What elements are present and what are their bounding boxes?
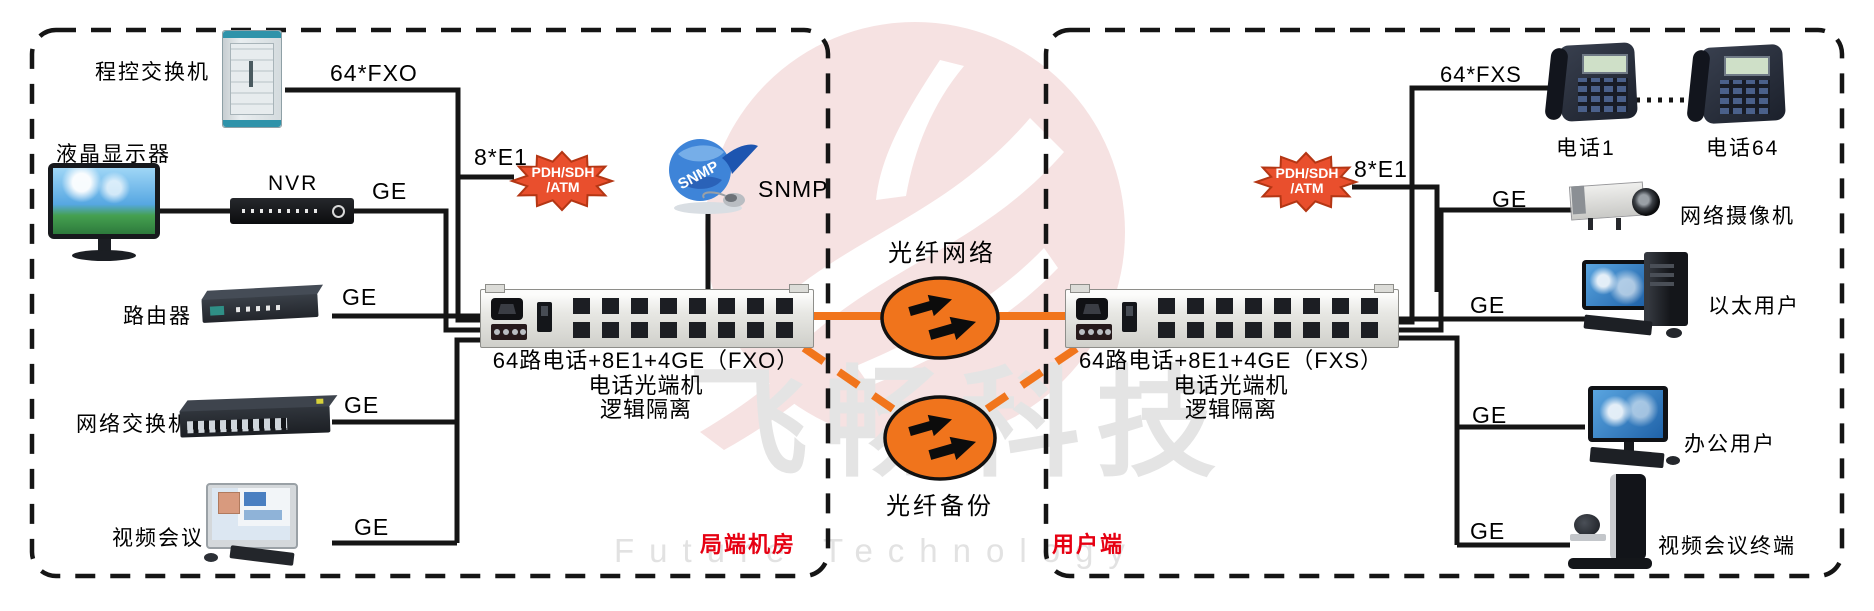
nvr-label: NVR xyxy=(268,172,319,195)
mux-fxs-label: 64路电话+8E1+4GE（FXS） 电话光端机 逻辑隔离 xyxy=(1078,348,1384,423)
mux-fxo-label: 64路电话+8E1+4GE（FXO） 电话光端机 逻辑隔离 xyxy=(492,348,800,423)
pbx-cabinet-icon xyxy=(222,30,282,128)
e1-link-label-right: 8*E1 xyxy=(1354,156,1408,182)
switch-label: 网络交换机 xyxy=(76,413,191,436)
zone-label-central-office: 局端机房 xyxy=(700,532,797,557)
vct-ge-label: GE xyxy=(1470,518,1506,544)
pbx-label: 程控交换机 xyxy=(95,61,210,84)
snmp-label: SNMP xyxy=(758,176,829,202)
fxs-link-label: 64*FXS xyxy=(1440,62,1522,87)
zone-label-user-side: 用户端 xyxy=(1052,532,1125,557)
left-zone-wires xyxy=(160,87,711,546)
snmp-globe-icon: SNMP xyxy=(669,139,758,214)
fiber-main-label: 光纤网络 xyxy=(888,240,996,267)
ethernet-user-pc-icon xyxy=(1582,252,1707,347)
lcd-label: 液晶显示器 xyxy=(56,143,171,166)
eth-user-label: 以太用户 xyxy=(1708,295,1800,318)
fiber-backup-label: 光纤备份 xyxy=(886,493,994,520)
central-office-zone-border xyxy=(29,27,831,579)
vc-terminal-label: 视频会议终端 xyxy=(1658,535,1796,558)
office-user-label: 办公用户 xyxy=(1684,433,1776,456)
phone64-label: 电话64 xyxy=(1706,137,1780,160)
mux-fxs-device xyxy=(1065,284,1399,348)
fxo-link-label: 64*FXO xyxy=(330,60,418,86)
videoconf-ge-label: GE xyxy=(354,514,390,540)
phone1-label: 电话1 xyxy=(1556,137,1616,160)
switch-ge-label: GE xyxy=(344,392,380,418)
mux-fxo-device xyxy=(480,284,814,348)
starburst-right-text: PDH/SDH/ATM xyxy=(1275,165,1339,197)
right-zone-wires xyxy=(1352,85,1588,548)
office-ge-label: GE xyxy=(1472,402,1508,428)
watermark-brand-en: Future Technology xyxy=(614,532,1140,569)
video-conference-terminal-icon xyxy=(1568,474,1658,572)
phone1-icon xyxy=(1544,40,1638,134)
network-switch-icon xyxy=(179,398,331,438)
videoconf-label: 视频会议 xyxy=(112,527,204,550)
phone64-icon xyxy=(1686,42,1786,136)
starburst-left-text: PDH/SDH/ATM xyxy=(531,164,595,196)
fiber-backup-ellipse xyxy=(883,395,997,481)
user-side-zone-border xyxy=(1043,27,1845,579)
lcd-monitor-icon xyxy=(48,163,160,263)
camera-label: 网络摄像机 xyxy=(1680,205,1795,228)
router-ge-label: GE xyxy=(342,284,378,310)
fiber-main-ellipse xyxy=(880,276,1000,360)
video-conference-pc-icon xyxy=(196,483,298,567)
ip-camera-icon xyxy=(1568,178,1665,236)
office-user-pc-icon xyxy=(1582,386,1687,470)
fiber-backup-links xyxy=(801,344,1080,413)
nvr-icon xyxy=(230,198,354,224)
router-label: 路由器 xyxy=(123,305,192,328)
nvr-ge-label: GE xyxy=(372,178,408,204)
eth-ge-label: GE xyxy=(1470,292,1506,318)
